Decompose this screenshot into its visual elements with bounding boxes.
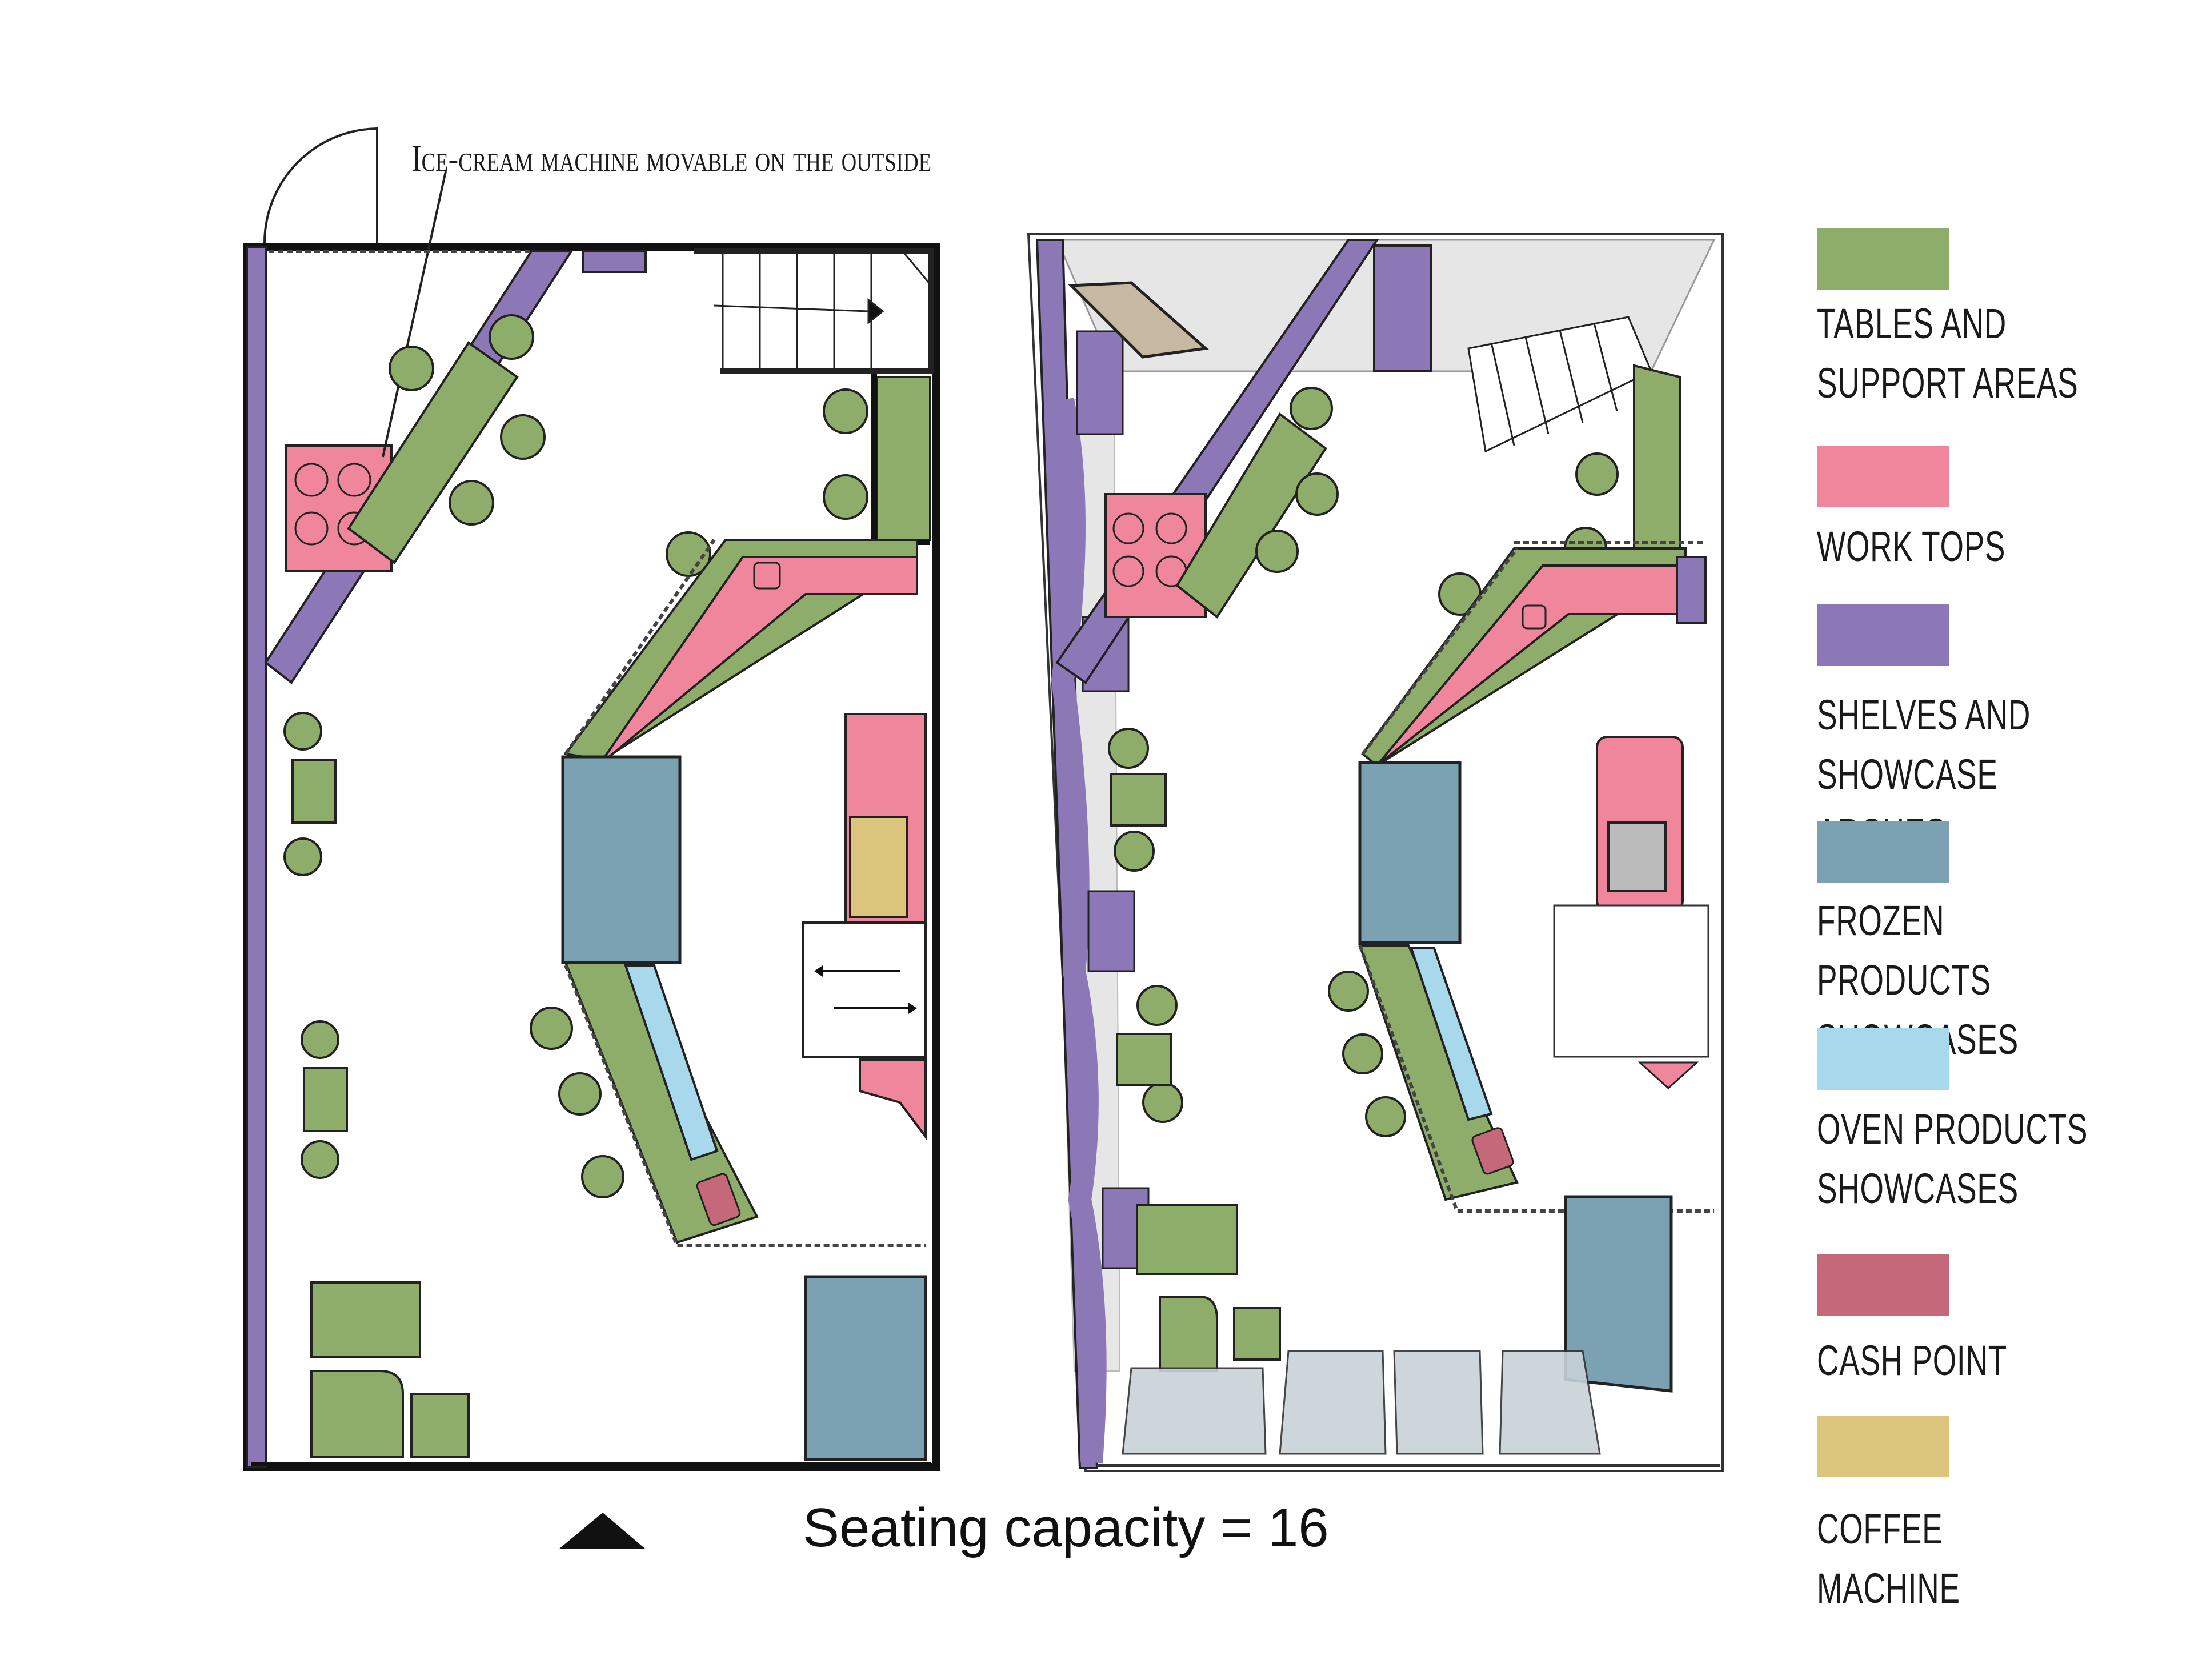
- legend-swatch-frozen: [1817, 821, 1949, 883]
- plan-2d: [243, 127, 940, 1471]
- glass-front-3d: [1122, 1350, 1601, 1455]
- bottom-table-3d: [1233, 1307, 1281, 1361]
- oven-showcase-left: [624, 964, 719, 1161]
- frozen-showcase-left: [561, 755, 682, 964]
- back-door: [1068, 281, 1209, 359]
- diagonal-table-3d: [1175, 412, 1327, 619]
- zigzag-screen: [269, 250, 926, 1247]
- frozen-showcase-bottom-3d: [1564, 1195, 1673, 1393]
- tall-shelf-top: [1373, 244, 1432, 372]
- wall-shelf-top: [582, 250, 647, 273]
- plan-3d: [1027, 233, 1724, 1472]
- bottom-bench: [310, 1281, 421, 1358]
- legend-swatch-worktops: [1817, 446, 1949, 507]
- legend-swatch-cash: [1817, 1254, 1949, 1316]
- wall-table-2: [303, 1067, 348, 1132]
- bottom-booth-3d: [1159, 1296, 1218, 1372]
- north-arrow-icon: [559, 1513, 646, 1549]
- legend-swatch-coffee: [1817, 1416, 1949, 1477]
- bottom-booth: [310, 1370, 404, 1458]
- seating-capacity-caption: Seating capacity = 16: [803, 1497, 1329, 1558]
- legend-label-tables: Tables and support areas: [1817, 300, 2079, 407]
- wall-table-3d-1: [1110, 773, 1167, 827]
- legend-swatch-shelves: [1817, 604, 1949, 666]
- cash-point-3d: [1471, 1127, 1514, 1175]
- legend-label-oven: Oven products showcases: [1817, 1105, 2088, 1212]
- oven-3d: [1607, 821, 1667, 892]
- legend-label-coffee: Coffee machine: [1817, 1505, 1960, 1612]
- shelf-end-3d: [1676, 556, 1707, 624]
- legend-label-cash: Cash point: [1817, 1337, 2007, 1384]
- legend-label-worktops: Work tops: [1817, 523, 2006, 570]
- cold-room-box-3d: [1553, 904, 1709, 1058]
- coffee-machine: [849, 816, 908, 918]
- cash-point-left: [696, 1173, 741, 1226]
- left-shelf-wall: [246, 246, 267, 1468]
- ice-cream-worktop-3d: [1104, 493, 1207, 618]
- frozen-showcase-3d: [1358, 761, 1462, 944]
- right-support-area: [876, 376, 931, 541]
- diagonal-table: [347, 341, 519, 564]
- zigzag-screen-3d: [1358, 541, 1714, 1213]
- legend-swatch-oven: [1817, 1028, 1949, 1090]
- staircase: [694, 248, 934, 374]
- sliding-door-box: [802, 921, 927, 1058]
- wall-table-3d-2: [1116, 1033, 1172, 1086]
- legend-swatch-tables: [1817, 228, 1949, 290]
- worktop-lower: [859, 1058, 927, 1140]
- entrance-door-swing: [263, 127, 378, 243]
- frozen-showcase-bottom: [804, 1275, 927, 1461]
- bottom-bench-3d: [1136, 1204, 1238, 1275]
- wall-table-1: [291, 759, 337, 824]
- bottom-table: [410, 1393, 470, 1458]
- stools-top: [283, 314, 868, 1198]
- oven-showcase-3d: [1410, 947, 1493, 1121]
- counter-green-bottom: [564, 961, 759, 1244]
- ice-cream-annotation: Ice-cream machine movable on the outside: [411, 138, 932, 179]
